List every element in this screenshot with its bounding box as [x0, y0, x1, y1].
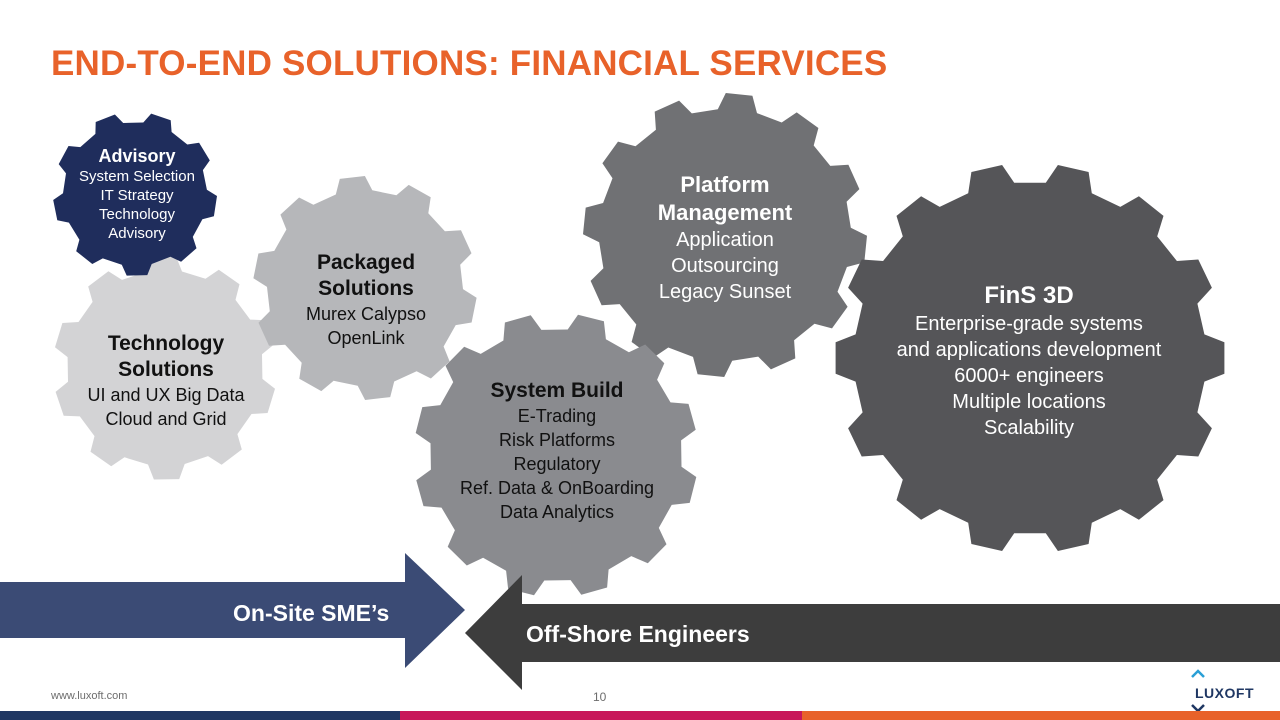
- platform-heading: Platform: [680, 172, 770, 197]
- technology-heading: Technology: [107, 332, 225, 355]
- system-build-line: E-Trading: [517, 406, 597, 426]
- bottom-color-bar: [0, 711, 1280, 720]
- page-title: END-TO-END SOLUTIONS: FINANCIAL SERVICES: [51, 44, 888, 83]
- fins-heading: FinS 3D: [984, 282, 1074, 309]
- system-build-line: Ref. Data & OnBoarding: [459, 478, 655, 498]
- packaged-heading: Solutions: [318, 277, 414, 300]
- technology-solutions-gear: [55, 256, 275, 480]
- system-build-line: Data Analytics: [499, 502, 615, 522]
- fins-line: and applications development: [896, 339, 1162, 361]
- onsite-label: On-Site SME’s: [233, 600, 390, 626]
- system-build-line: Risk Platforms: [498, 430, 616, 450]
- technology-text: Technology Solutions UI and UX Big Data …: [87, 331, 244, 431]
- packaged-heading: Packaged: [316, 251, 416, 274]
- advisory-gear: [53, 113, 218, 276]
- technology-line: Cloud and Grid: [105, 409, 227, 429]
- system-build-line: Regulatory: [513, 454, 601, 474]
- page-number: 10: [593, 690, 607, 704]
- offshore-label: Off-Shore Engineers: [526, 621, 750, 647]
- platform-management-gear: [583, 93, 867, 377]
- packaged-line: Murex Calypso: [305, 304, 427, 324]
- advisory-heading: Advisory: [98, 146, 176, 166]
- fins-text: FinS 3D Enterprise-grade systems and app…: [897, 281, 1162, 441]
- luxoft-logo: LUXOFT: [1195, 685, 1254, 701]
- advisory-line: System Selection: [79, 168, 195, 185]
- system-build-text: System Build E-Trading Risk Platforms Re…: [460, 378, 654, 524]
- bar-segment-navy: [0, 711, 400, 720]
- advisory-text: Advisory System Selection IT Strategy Te…: [79, 145, 195, 243]
- platform-line: Legacy Sunset: [658, 281, 792, 303]
- fins-line: 6000+ engineers: [954, 365, 1104, 387]
- platform-heading: Management: [657, 200, 793, 225]
- packaged-text: Packaged Solutions Murex Calypso OpenLin…: [306, 250, 426, 350]
- technology-heading: Solutions: [118, 358, 214, 381]
- advisory-line: IT Strategy: [100, 187, 174, 204]
- platform-line: Outsourcing: [671, 255, 779, 277]
- onsite-arrow: [0, 553, 465, 668]
- fins-line: Scalability: [983, 417, 1075, 439]
- platform-text: Platform Management Application Outsourc…: [658, 171, 792, 305]
- bar-segment-magenta: [400, 711, 802, 720]
- packaged-solutions-gear: [253, 176, 477, 400]
- technology-line: UI and UX Big Data: [87, 385, 245, 405]
- advisory-line: Advisory: [108, 225, 166, 242]
- platform-line: Application: [676, 229, 774, 251]
- fins-3d-gear: [835, 165, 1225, 551]
- system-build-heading: System Build: [490, 379, 624, 402]
- packaged-line: OpenLink: [327, 328, 405, 348]
- fins-line: Enterprise-grade systems: [915, 313, 1143, 335]
- offshore-arrow: [465, 575, 1280, 690]
- fins-line: Multiple locations: [952, 391, 1106, 413]
- bar-segment-orange: [802, 711, 1280, 720]
- footer-url[interactable]: www.luxoft.com: [51, 690, 128, 702]
- advisory-line: Technology: [99, 206, 175, 223]
- system-build-gear: [415, 314, 697, 596]
